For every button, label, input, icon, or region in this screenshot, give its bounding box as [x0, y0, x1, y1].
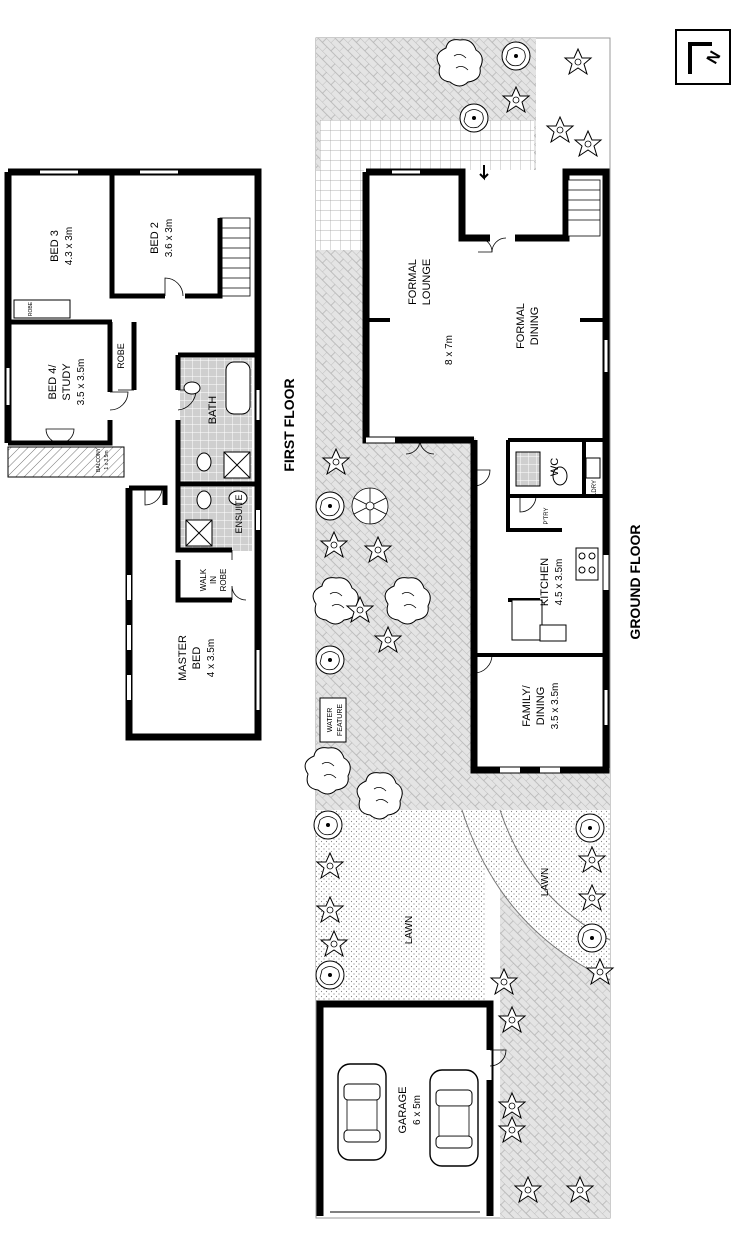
formal-dining-label-2: DINING [529, 307, 541, 346]
bed2-size: 3.6 x 3m [164, 219, 175, 257]
kitchen-size: 4.5 x 3.5m [554, 559, 565, 606]
ensuite-label: ENSUITE [234, 494, 244, 533]
first-floor-title: FIRST FLOOR [281, 378, 297, 471]
lawn-right-label: LAWN [540, 868, 551, 897]
water-feature-label-2: FEATURE [337, 704, 344, 736]
wc-label: WC [549, 458, 561, 476]
compass-icon: N [675, 29, 731, 85]
bath-label: BATH [207, 396, 219, 425]
master-label-2: BED [191, 647, 203, 670]
family-size: 3.5 x 3.5m [550, 683, 561, 730]
bed4-size: 3.5 x 3.5m [76, 359, 87, 406]
balcony-size: 1 x 3.5m [104, 450, 110, 469]
bed2-label: BED 2 [149, 222, 161, 254]
garage-size: 6 x 5m [412, 1095, 423, 1125]
bed3-size: 4.3 x 3m [64, 227, 75, 265]
ground-floor-plan: FORMAL LOUNGE FORMAL DINING 8 x 7m WC LD… [304, 37, 643, 1219]
first-floor-plan: BED 3 4.3 x 3m BED 2 3.6 x 3m BED 4/ STU… [4, 168, 297, 741]
pantry-label: P'TRY [544, 507, 550, 524]
kitchen-label: KITCHEN [539, 558, 551, 606]
laundry-label: LDRY [592, 480, 598, 496]
walkin-label-1: WALK [199, 568, 208, 591]
formal-lounge-label-2: LOUNGE [421, 259, 433, 305]
ground-floor-title: GROUND FLOOR [627, 524, 643, 639]
formal-size: 8 x 7m [444, 335, 455, 365]
formal-lounge-label-1: FORMAL [407, 259, 419, 305]
water-feature-label-1: WATER [327, 708, 334, 733]
garage-label: GARAGE [397, 1086, 409, 1133]
master-size: 4 x 3.5m [206, 639, 217, 677]
formal-dining-label-1: FORMAL [515, 303, 527, 349]
walkin-label-3: ROBE [219, 569, 228, 592]
walkin-label-2: IN [209, 576, 218, 584]
bed4-label-1: BED 4/ [47, 364, 59, 400]
robe-small-label: ROBE [28, 301, 34, 316]
robe-label: ROBE [116, 343, 126, 369]
lawn-left-label: LAWN [404, 916, 415, 945]
balcony-label: BALCONY [96, 447, 102, 472]
family-label-2: DINING [535, 687, 547, 726]
bed4-label-2: STUDY [61, 363, 73, 401]
family-label-1: FAMILY/ [521, 684, 533, 726]
master-label-1: MASTER [177, 635, 189, 681]
bed3-label: BED 3 [49, 230, 61, 262]
